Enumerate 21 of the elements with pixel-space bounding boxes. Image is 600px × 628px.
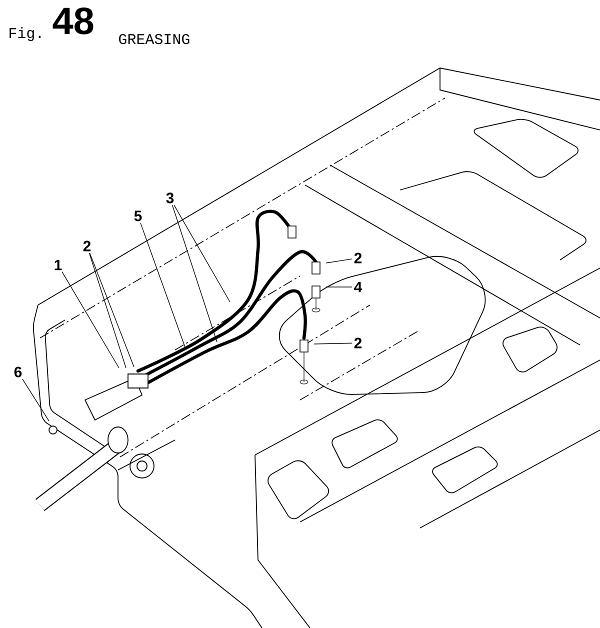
callout-number: 4	[354, 282, 362, 292]
leader-line	[174, 204, 230, 302]
callout-number: 1	[54, 260, 62, 270]
callout-number: 2	[83, 240, 91, 252]
leader-line	[89, 252, 134, 368]
figure-number: 48	[52, 7, 94, 34]
leader-line	[326, 258, 352, 264]
callout-number: 6	[14, 366, 22, 378]
callout-number: 2	[354, 252, 362, 264]
leader-line	[140, 222, 186, 348]
leader-line	[326, 286, 352, 288]
leader-line	[314, 342, 352, 344]
callout-number: 5	[134, 210, 142, 222]
callout-number: 3	[166, 192, 174, 204]
title: GREASING	[119, 34, 190, 44]
leader-line	[62, 272, 120, 368]
figure-number: Fig.	[10, 27, 41, 42]
leader-line	[22, 378, 50, 422]
callout-number: 2	[354, 338, 362, 348]
leader-line	[172, 204, 218, 342]
leader-line	[88, 252, 126, 368]
